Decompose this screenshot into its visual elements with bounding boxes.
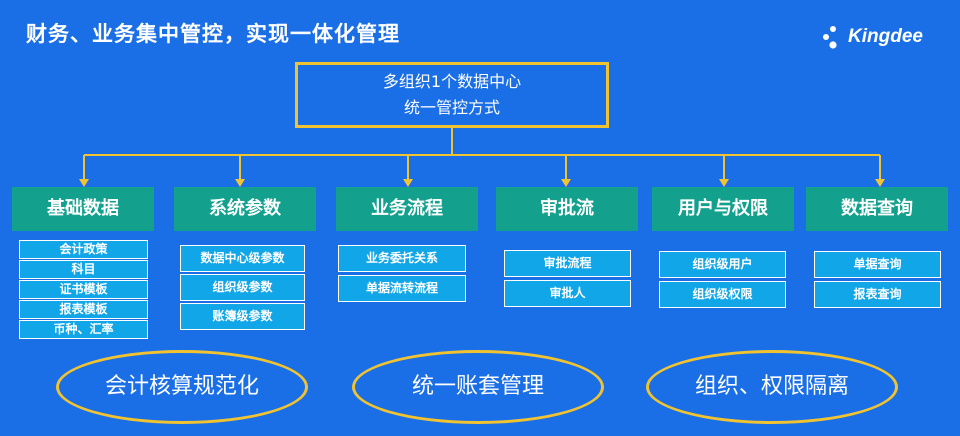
kingdee-logo: Kingdee: [820, 24, 940, 52]
data-center-line1: 多组织1个数据中心: [382, 72, 522, 91]
sub-item: 科目: [19, 260, 148, 279]
sub-item: 币种、汇率: [19, 320, 148, 339]
sub-item: 审批人: [504, 280, 631, 307]
category-business-process: 业务流程: [336, 187, 478, 231]
data-center-line2: 统一管控方式: [403, 98, 500, 117]
category-users-permissions: 用户与权限: [652, 187, 794, 231]
sub-item: 单据流转流程: [338, 275, 466, 302]
sub-item: 证书模板: [19, 280, 148, 299]
sub-item: 单据查询: [814, 251, 941, 278]
category-approval-flow: 审批流: [496, 187, 638, 231]
page-title: 财务、业务集中管控，实现一体化管理: [26, 22, 400, 46]
sub-item: 账簿级参数: [180, 303, 305, 330]
sub-item: 报表查询: [814, 281, 941, 308]
sub-item: 数据中心级参数: [180, 245, 305, 272]
sub-item: 审批流程: [504, 250, 631, 277]
category-basic-data: 基础数据: [12, 187, 154, 231]
oval-accounting-standardization: 会计核算规范化: [56, 350, 308, 424]
sub-item: 组织级权限: [659, 281, 786, 308]
data-center-box: 多组织1个数据中心 统一管控方式: [295, 62, 609, 128]
category-data-query: 数据查询: [806, 187, 948, 231]
logo-text: Kingdee: [848, 26, 923, 47]
sub-item: 会计政策: [19, 240, 148, 259]
category-system-params: 系统参数: [174, 187, 316, 231]
sub-item: 报表模板: [19, 300, 148, 319]
sub-item: 业务委托关系: [338, 245, 466, 272]
sub-item: 组织级参数: [180, 274, 305, 301]
oval-permission-isolation: 组织、权限隔离: [646, 350, 898, 424]
oval-unified-ledger: 统一账套管理: [352, 350, 604, 424]
kingdee-dots-icon: [823, 26, 837, 49]
sub-item: 组织级用户: [659, 251, 786, 278]
